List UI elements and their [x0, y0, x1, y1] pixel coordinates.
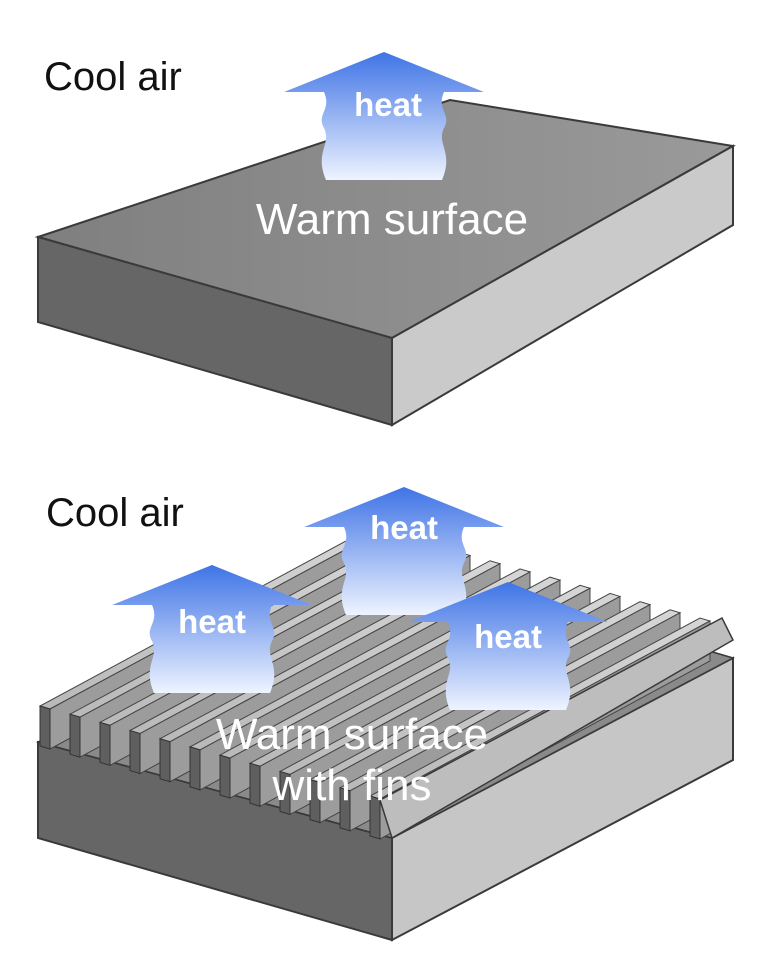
- heat-arrow-center: heat: [304, 487, 504, 615]
- heat-arrow-top-label: heat: [354, 86, 422, 123]
- fin-end: [99, 721, 111, 767]
- fin-end: [279, 770, 291, 816]
- fin-end: [369, 795, 381, 840]
- bottom-surface-label-line2: with fins: [272, 761, 432, 810]
- top-surface-label: Warm surface: [256, 195, 528, 244]
- fin-side-rail: [379, 616, 734, 840]
- fin-front-ends: [39, 705, 381, 840]
- heat-arrow-left-label: heat: [178, 603, 246, 640]
- fin-end: [219, 754, 231, 799]
- fin-end: [69, 713, 81, 758]
- bottom-surface-label-line1: Warm surface: [216, 710, 488, 759]
- fin-end: [339, 787, 351, 832]
- flat-block-side-face: [391, 144, 734, 427]
- fin-end: [39, 705, 51, 750]
- fin-end: [129, 729, 141, 775]
- heat-arrow-right-label: heat: [474, 618, 542, 655]
- heat-arrow-left: heat: [112, 565, 312, 693]
- fin-end: [309, 778, 321, 824]
- flat-block: [34, 98, 736, 427]
- fin-end: [249, 762, 261, 807]
- fin-end: [159, 738, 171, 783]
- heat-arrow-center-label: heat: [370, 509, 438, 546]
- top-cool-air-label: Cool air: [44, 55, 182, 99]
- heat-arrow-right: heat: [408, 582, 608, 710]
- heat-arrow-top: heat: [284, 52, 484, 180]
- bottom-cool-air-label: Cool air: [46, 491, 184, 535]
- fin-end: [189, 746, 201, 791]
